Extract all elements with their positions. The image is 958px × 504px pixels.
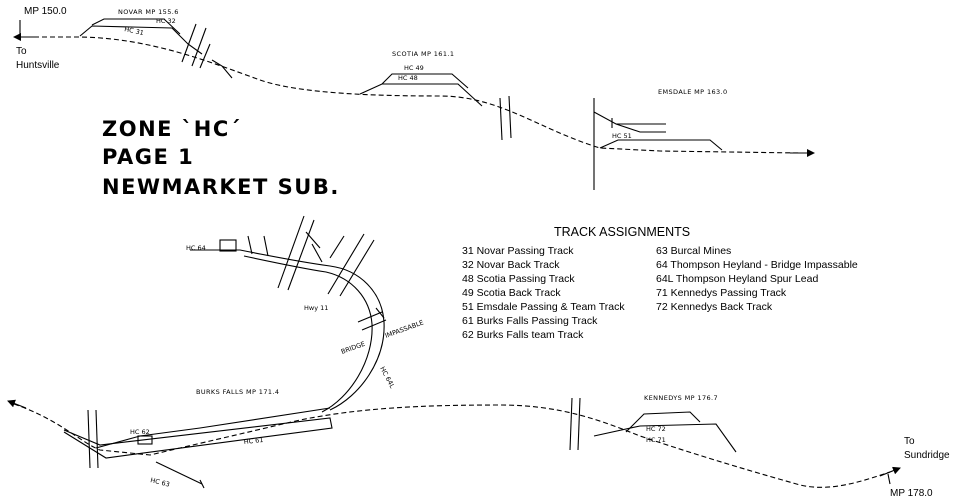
hwy11-crossing-1 [277,215,305,289]
bridge-crossing-1 [357,311,383,323]
assignment-item: 61 Burks Falls Passing Track [462,315,598,327]
bridge-crossing-3 [375,307,385,319]
arrow-to-sundridge [879,466,901,477]
hwy11-crossing-2 [287,219,315,291]
main-line-upper [18,36,801,154]
assignment-item: 62 Burks Falls team Track [462,329,584,341]
assignments-right-column: 63 Burcal Mines 64 Thompson Heyland - Br… [656,245,858,313]
station-emsdale: EMSDALE MP 163.0 [658,88,728,96]
thompson-heyland-building [219,239,237,252]
burcal-mines-bumper [199,479,205,489]
assignment-item: 64 Thompson Heyland - Bridge Impassable [656,259,858,271]
assignment-item: 51 Emsdale Passing & Team Track [462,301,625,313]
bridge-crossing-2 [361,319,387,331]
burks-falls-crossing-2 [95,409,99,469]
spur-track-a [247,235,253,255]
assignments-title: TRACK ASSIGNMENTS [554,225,690,239]
assignment-item: 49 Scotia Back Track [462,287,561,299]
mp-start-label: MP 150.0 [24,6,67,17]
thompson-heyland-spur-lead-2 [243,255,373,413]
novar-crossing-3 [199,43,211,69]
burks-falls-crossing-1 [87,409,91,469]
label-hc63: HC 63 [150,476,171,489]
kennedys-back-track [625,411,701,433]
novar-back-track [91,18,181,35]
mp-178-tick [887,473,891,485]
emsdale-team-track [593,111,666,125]
bridge-label: BRIDGE [340,340,366,356]
assignment-item: 48 Scotia Passing Track [462,273,575,285]
label-hc72: HC 72 [646,425,666,433]
label-hc32: HC 32 [156,17,176,25]
label-hc64: HC 64 [186,244,206,252]
label-hc61: HC 61 [243,436,263,446]
emsdale-passing-track [599,139,723,151]
hwy11-crossing-4 [339,239,375,297]
novar-crossing-1 [181,23,197,63]
station-scotia: SCOTIA MP 161.1 [392,50,454,58]
label-hc51: HC 51 [612,132,632,140]
label-hc71: HC 71 [646,436,666,444]
station-novar: NOVAR MP 155.6 [118,8,179,16]
burks-falls-passing-track [63,417,333,459]
spur-track-d [329,235,345,259]
mp-end-label: MP 178.0 [890,488,933,499]
kennedys-crossing-2 [577,397,581,451]
label-hc64l: HC 64L [378,365,396,390]
novar-passing-track [79,25,203,55]
to-sundridge-label-2: Sundridge [904,450,950,461]
scotia-back-track [381,73,469,89]
assignment-item: 31 Novar Passing Track [462,245,574,257]
emsdale-spur [615,123,666,133]
burks-falls-team-track [95,407,331,449]
assignment-item: 72 Kennedys Back Track [656,301,773,313]
assignment-item: 71 Kennedys Passing Track [656,287,787,299]
to-sundridge-label-1: To [904,436,915,447]
impassable-label: IMPASSABLE [384,319,425,340]
scotia-crossing-2 [508,95,512,139]
station-kennedys: KENNEDYS MP 176.7 [644,394,718,402]
assignment-item: 64L Thompson Heyland Spur Lead [656,273,818,285]
spur-track-b [263,235,269,257]
burks-falls-building [137,435,153,445]
arrow-west-lower [7,399,27,409]
thompson-heyland-spur-lead [190,249,385,411]
label-hc48: HC 48 [398,74,418,82]
assignment-item: 63 Burcal Mines [656,245,731,257]
zone-subdivision: NEWMARKET SUB. [102,175,340,199]
to-huntsville-label-1: To [16,46,27,57]
burcal-mines-spur [155,461,203,485]
hwy11-crossing-3 [327,233,365,295]
hwy11-label: Hwy 11 [304,304,328,312]
main-line-lower [13,403,891,488]
to-huntsville-label-2: Huntsville [16,60,60,71]
novar-spur [211,59,233,79]
label-hc62: HC 62 [130,428,150,436]
spur-track-e [311,243,323,263]
station-burks-falls: BURKS FALLS MP 171.4 [196,388,279,396]
scotia-passing-track [359,83,483,107]
assignments-left-column: 31 Novar Passing Track 32 Novar Back Tra… [462,245,625,341]
label-hc49: HC 49 [404,64,424,72]
label-hc31: HC 31 [124,25,145,37]
assignment-item: 32 Novar Back Track [462,259,560,271]
scotia-crossing-1 [499,97,503,141]
zone-title: ZONE `HC´ [102,117,242,141]
kennedys-crossing-1 [569,397,573,451]
kennedys-passing-track [593,423,737,453]
zone-page: PAGE 1 [102,145,194,169]
novar-crossing-2 [191,27,207,67]
